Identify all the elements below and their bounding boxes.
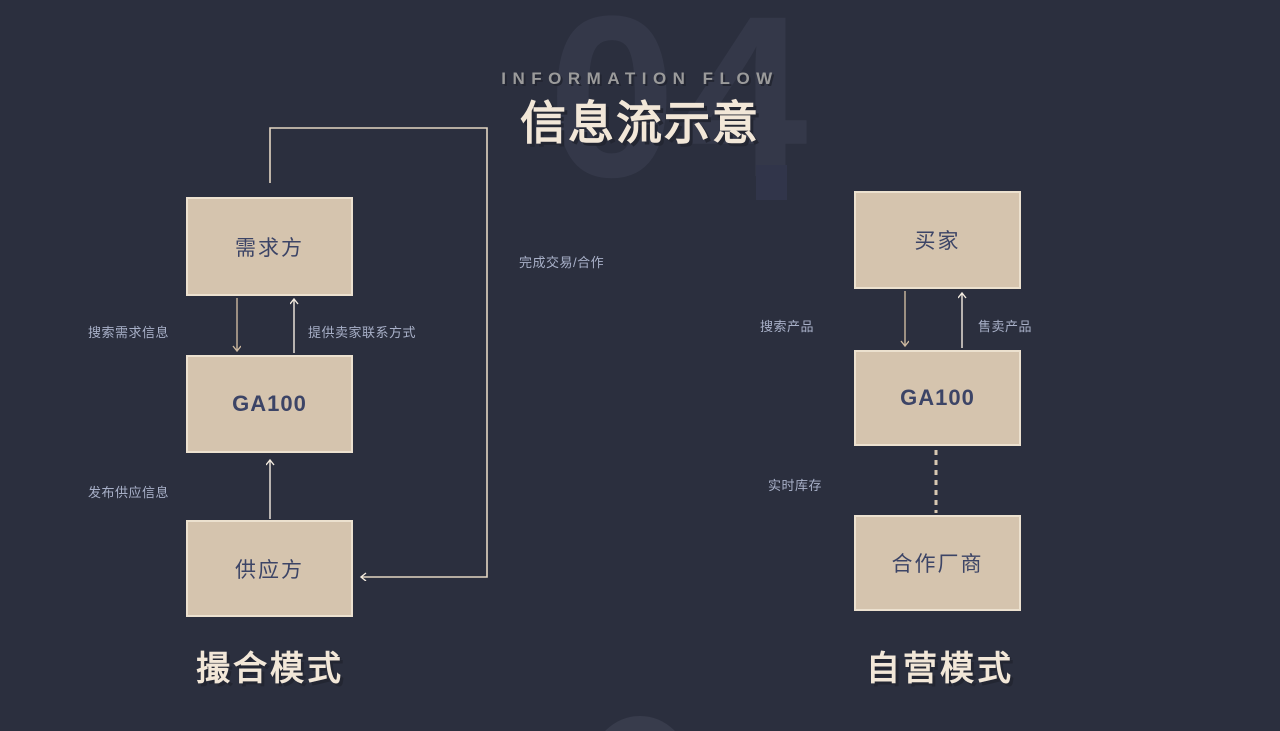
caption-matching-model: 撮合模式 — [196, 650, 344, 688]
edge-label-search-product: 搜索产品 — [760, 319, 815, 334]
node-buyer[interactable]: 买家 — [854, 191, 1021, 289]
node-supply-side[interactable]: 供应方 — [186, 520, 353, 617]
node-platform-right[interactable]: GA100 — [854, 350, 1021, 446]
node-label: GA100 — [232, 391, 307, 416]
edge-label-provide-seller-contact: 提供卖家联系方式 — [308, 325, 417, 340]
node-label: 买家 — [914, 230, 961, 253]
node-partner-manufacturer[interactable]: 合作厂商 — [854, 515, 1021, 611]
edge-label-deal-done: 完成交易/合作 — [519, 255, 605, 270]
watermark-rectangle — [756, 165, 787, 200]
caption-self-operated-model: 自营模式 — [866, 650, 1014, 688]
header-eyebrow: INFORMATION FLOW — [501, 69, 779, 88]
slide-header: INFORMATION FLOW 信息流示意 — [0, 66, 1280, 154]
node-platform-left[interactable]: GA100 — [186, 355, 353, 453]
edge-label-sell-product: 售卖产品 — [978, 319, 1033, 334]
node-demand-side[interactable]: 需求方 — [186, 197, 353, 296]
page-title: 信息流示意 — [520, 97, 760, 149]
edge-label-publish-supply: 发布供应信息 — [88, 485, 170, 500]
node-label: 供应方 — [235, 558, 304, 582]
edge-deal-done — [269, 127, 488, 577]
node-label: 需求方 — [235, 236, 304, 260]
node-label: GA100 — [900, 385, 975, 410]
edge-label-search-demand: 搜索需求信息 — [88, 325, 170, 340]
watermark-circle — [592, 716, 688, 731]
edge-label-realtime-stock: 实时库存 — [768, 478, 823, 493]
node-label: 合作厂商 — [891, 553, 984, 576]
